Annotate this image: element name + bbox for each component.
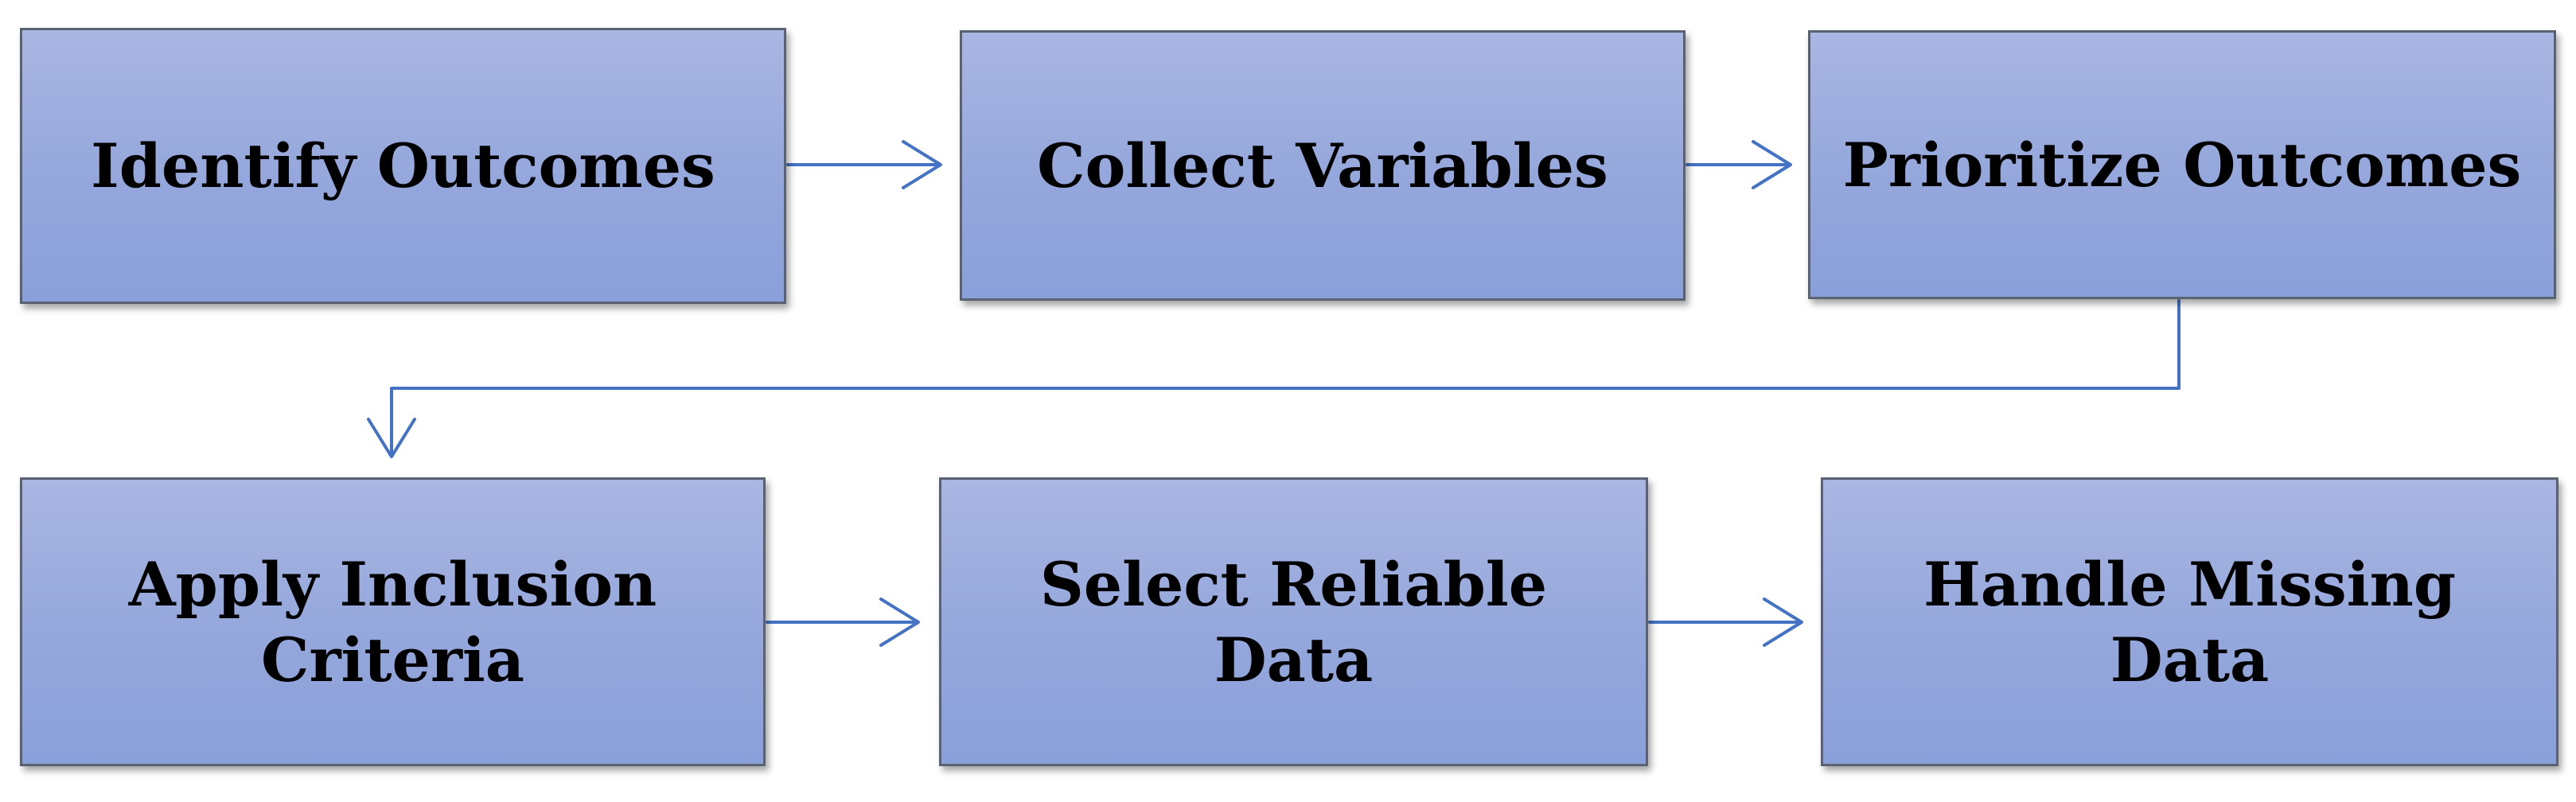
step-apply-inclusion-criteria: Apply Inclusion Criteria bbox=[20, 477, 766, 766]
step-label: Prioritize Outcomes bbox=[1842, 129, 2522, 200]
step-identify-outcomes: Identify Outcomes bbox=[20, 28, 786, 304]
step-label: Identify Outcomes bbox=[91, 130, 715, 201]
arrow-prioritize-to-apply bbox=[367, 299, 2180, 458]
arrow-identify-to-collect bbox=[786, 140, 942, 189]
arrow-apply-to-select bbox=[766, 598, 920, 647]
step-collect-variables: Collect Variables bbox=[960, 30, 1686, 301]
step-handle-missing-data: Handle Missing Data bbox=[1821, 477, 2558, 766]
step-label: Apply Inclusion Criteria bbox=[128, 548, 657, 695]
step-label: Select Reliable Data bbox=[1039, 548, 1548, 695]
step-label: Handle Missing Data bbox=[1923, 548, 2456, 695]
arrow-select-to-handle bbox=[1648, 598, 1803, 647]
step-label: Collect Variables bbox=[1037, 130, 1608, 201]
step-prioritize-outcomes: Prioritize Outcomes bbox=[1808, 30, 2556, 299]
arrow-collect-to-prioritize bbox=[1686, 140, 1792, 189]
step-select-reliable-data: Select Reliable Data bbox=[939, 477, 1648, 766]
